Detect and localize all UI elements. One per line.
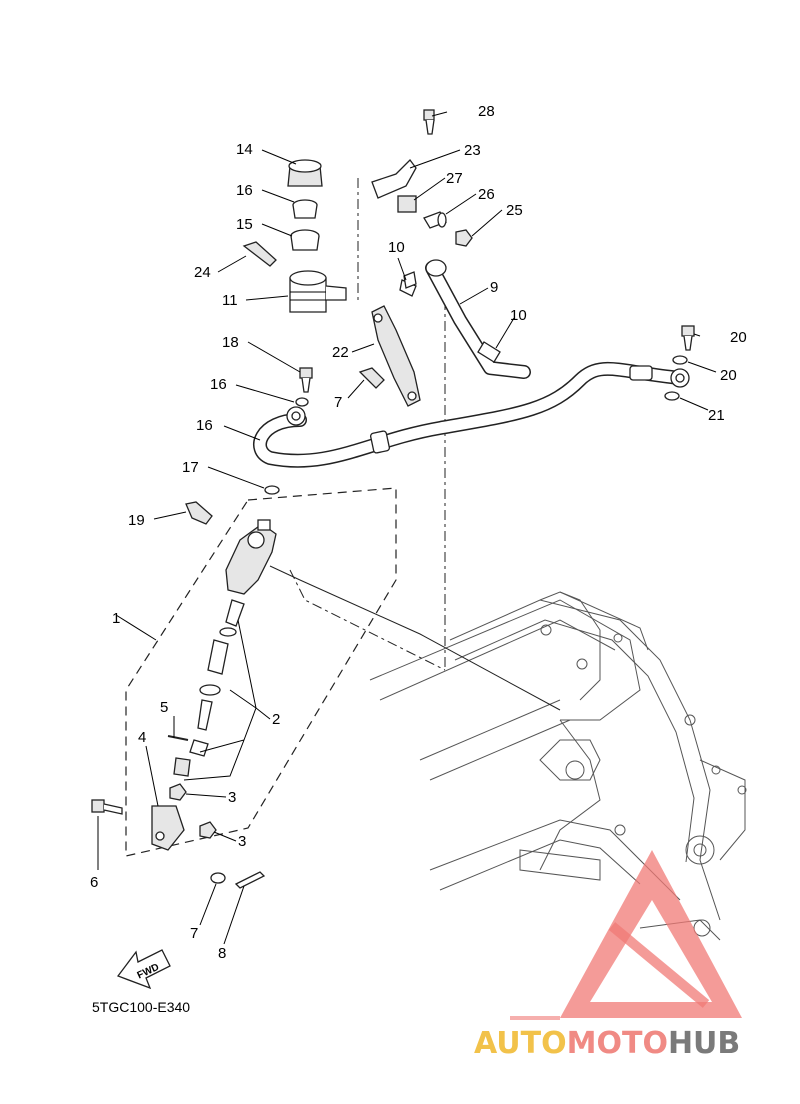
callout-23: 23 <box>464 142 481 159</box>
assembly-guide-lines <box>125 178 561 857</box>
fwd-arrow: FWD <box>116 949 171 990</box>
callout-18: 19 <box>128 512 145 529</box>
motorcycle-frame <box>369 591 747 941</box>
callout-27: 27 <box>446 170 463 187</box>
watermark-hub: HUB <box>668 1026 740 1061</box>
callout-7: 7 <box>190 925 198 942</box>
callout-17: 18 <box>222 334 239 351</box>
callout-labels: 28 23 27 26 25 14 16 15 24 11 10 9 10 20… <box>90 103 747 962</box>
svg-text:AUTOMOTOHUB: AUTOMOTOHUB <box>474 1026 740 1061</box>
callout-21: 22 <box>332 344 349 361</box>
callout-22: 7 <box>334 394 342 411</box>
watermark-moto: MOTO <box>567 1026 668 1061</box>
callout-26: 26 <box>478 186 495 203</box>
master-cylinder-assembly <box>91 519 277 889</box>
callout-1: 1 <box>112 610 120 627</box>
callout-3a: 3 <box>228 789 236 806</box>
callout-25: 25 <box>506 202 523 219</box>
callout-10a: 10 <box>388 239 405 256</box>
watermark-auto: AUTO <box>474 1026 567 1061</box>
watermark-logo: AUTOMOTOHUB <box>474 850 742 1061</box>
diagram-code: 5TGC100-E340 <box>92 999 190 1015</box>
reservoir-parts <box>242 159 347 313</box>
callout-16a: 16 <box>210 376 227 393</box>
watermark-triangle <box>560 850 742 1018</box>
callout-3b: 3 <box>238 833 246 850</box>
callout-4: 4 <box>138 729 146 746</box>
callout-16b: 17 <box>182 459 199 476</box>
callout-20b: 21 <box>708 407 725 424</box>
leader-lines <box>97 111 717 945</box>
callout-8: 8 <box>218 945 226 962</box>
hardware-parts <box>185 109 695 525</box>
callout-5: 5 <box>160 699 168 716</box>
bracket-21 <box>371 305 421 407</box>
reservoir-hose-9 <box>399 259 531 379</box>
callout-10b: 10 <box>510 307 527 324</box>
callout-14: 16 <box>236 182 253 199</box>
callout-2: 2 <box>272 711 280 728</box>
callout-24: 24 <box>194 264 211 281</box>
callout-13: 15 <box>236 216 253 233</box>
brake-hose-15 <box>253 361 690 468</box>
callout-20a: 20 <box>720 367 737 384</box>
callout-11: 11 <box>222 292 238 309</box>
callout-19: 20 <box>730 329 747 346</box>
callout-6: 6 <box>90 874 98 891</box>
callout-12: 14 <box>236 141 253 158</box>
callout-28: 28 <box>478 103 495 120</box>
callout-15: 16 <box>196 417 213 434</box>
callout-9: 9 <box>490 279 498 296</box>
